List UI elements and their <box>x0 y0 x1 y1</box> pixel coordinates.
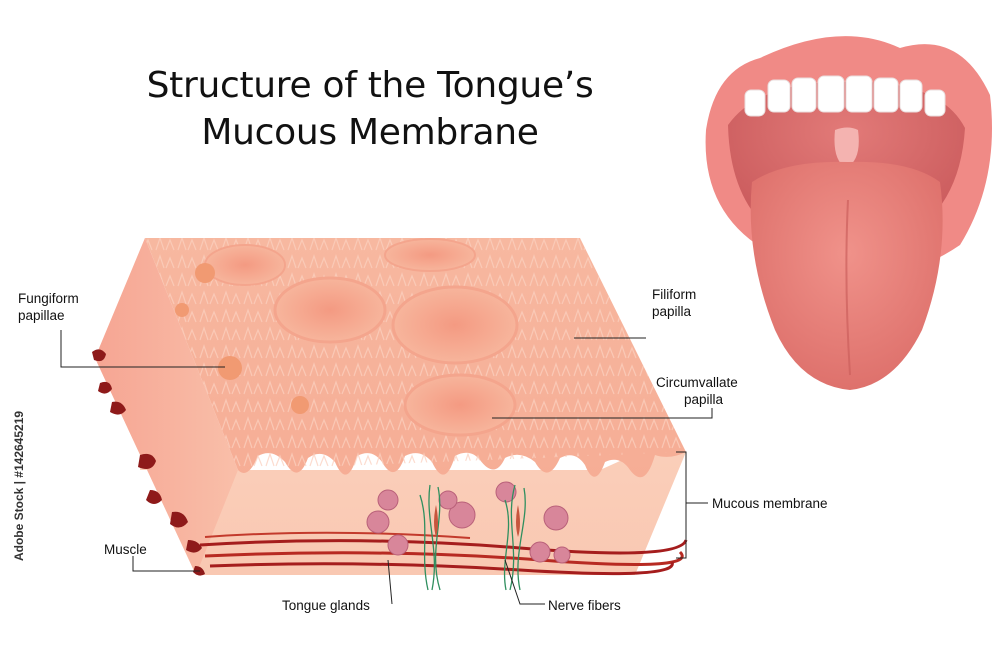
circumvallate-papillae <box>204 238 519 437</box>
label-nerve-fibers: Nerve fibers <box>548 598 621 613</box>
label-filiform-papilla: Filiform papilla <box>652 287 697 319</box>
mucous-bracket <box>676 451 687 559</box>
leader-lines <box>60 330 713 605</box>
label-circumvallate-papilla: Circumvallate papilla <box>656 375 738 407</box>
tissue-block <box>92 238 688 591</box>
mouth-illustration <box>705 36 992 390</box>
muscle-leader <box>132 556 200 572</box>
muscle-layer <box>199 531 688 576</box>
label-fungiform-papillae: Fungiform papillae <box>18 291 79 323</box>
circumvallate-leader <box>492 408 713 419</box>
title-line-1: Structure of the Tongue’s <box>146 65 594 106</box>
left-side-face <box>95 238 238 575</box>
side-muscle-blobs <box>92 349 205 576</box>
title-line-2: Mucous Membrane <box>201 112 539 153</box>
label-muscle: Muscle <box>104 542 147 557</box>
fungiform-leader <box>60 330 225 368</box>
label-tongue-glands: Tongue glands <box>282 598 370 613</box>
nerve-leader <box>504 559 545 605</box>
glands-leader <box>387 559 393 605</box>
fungiform-papillae <box>175 263 309 414</box>
tongue-midline <box>845 199 851 376</box>
teeth <box>744 75 946 117</box>
papilla-crypts <box>434 505 520 537</box>
uvula <box>834 127 859 168</box>
page-title: Structure of the Tongue’s Mucous Membran… <box>105 62 635 156</box>
connective-tissue <box>95 238 686 575</box>
stock-watermark: Adobe Stock | #142645219 <box>12 410 26 562</box>
tongue-glands-art <box>366 481 571 564</box>
nerve-fibers-art <box>419 484 526 591</box>
label-mucous-membrane: Mucous membrane <box>712 496 828 511</box>
